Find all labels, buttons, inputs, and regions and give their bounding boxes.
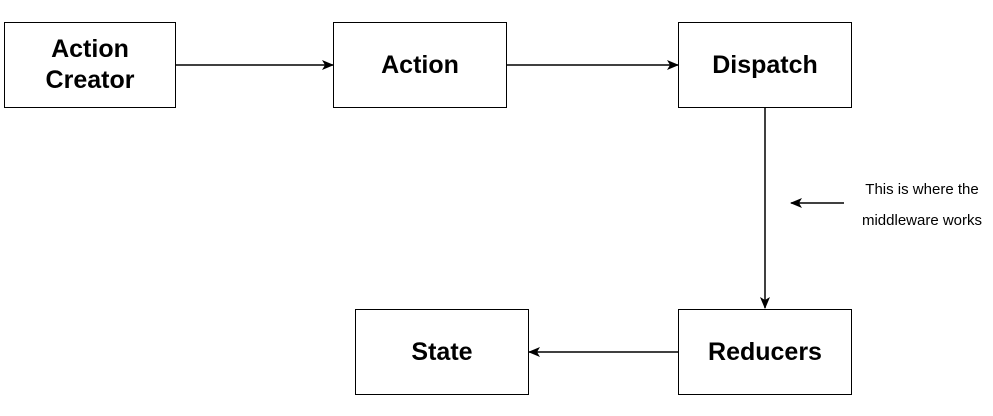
node-state-label: State: [411, 337, 473, 366]
node-action-creator: Action Creator: [4, 22, 176, 108]
node-action-creator-label: Action Creator: [45, 35, 135, 94]
annotation-line-1: This is where the: [865, 181, 979, 198]
annotation-line-2: middleware works: [861, 212, 983, 229]
middleware-annotation: This is where the middleware works: [848, 174, 993, 236]
node-action: Action: [333, 22, 507, 108]
node-dispatch-label: Dispatch: [712, 50, 818, 79]
node-dispatch: Dispatch: [678, 22, 852, 108]
node-action-label: Action: [381, 50, 459, 79]
node-reducers: Reducers: [678, 309, 852, 395]
node-state: State: [355, 309, 529, 395]
node-reducers-label: Reducers: [708, 337, 822, 366]
